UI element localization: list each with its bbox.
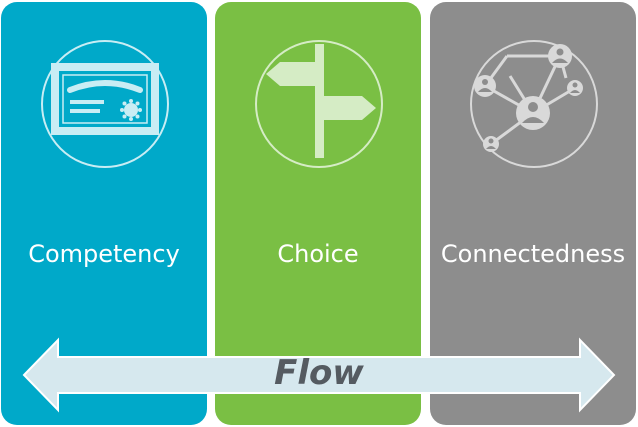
connectedness-label: Connectedness <box>440 240 626 268</box>
connectedness-panel: Connectedness <box>430 2 636 425</box>
network-people-icon <box>463 38 605 170</box>
competency-label: Competency <box>28 240 180 268</box>
flow-label: Flow <box>274 353 364 393</box>
signpost-icon <box>248 38 390 170</box>
competency-panel: Competency <box>1 2 207 425</box>
certificate-icon <box>34 38 176 170</box>
flow-double-arrow <box>0 332 638 418</box>
choice-panel: Choice <box>215 2 421 425</box>
choice-label: Choice <box>277 240 359 268</box>
